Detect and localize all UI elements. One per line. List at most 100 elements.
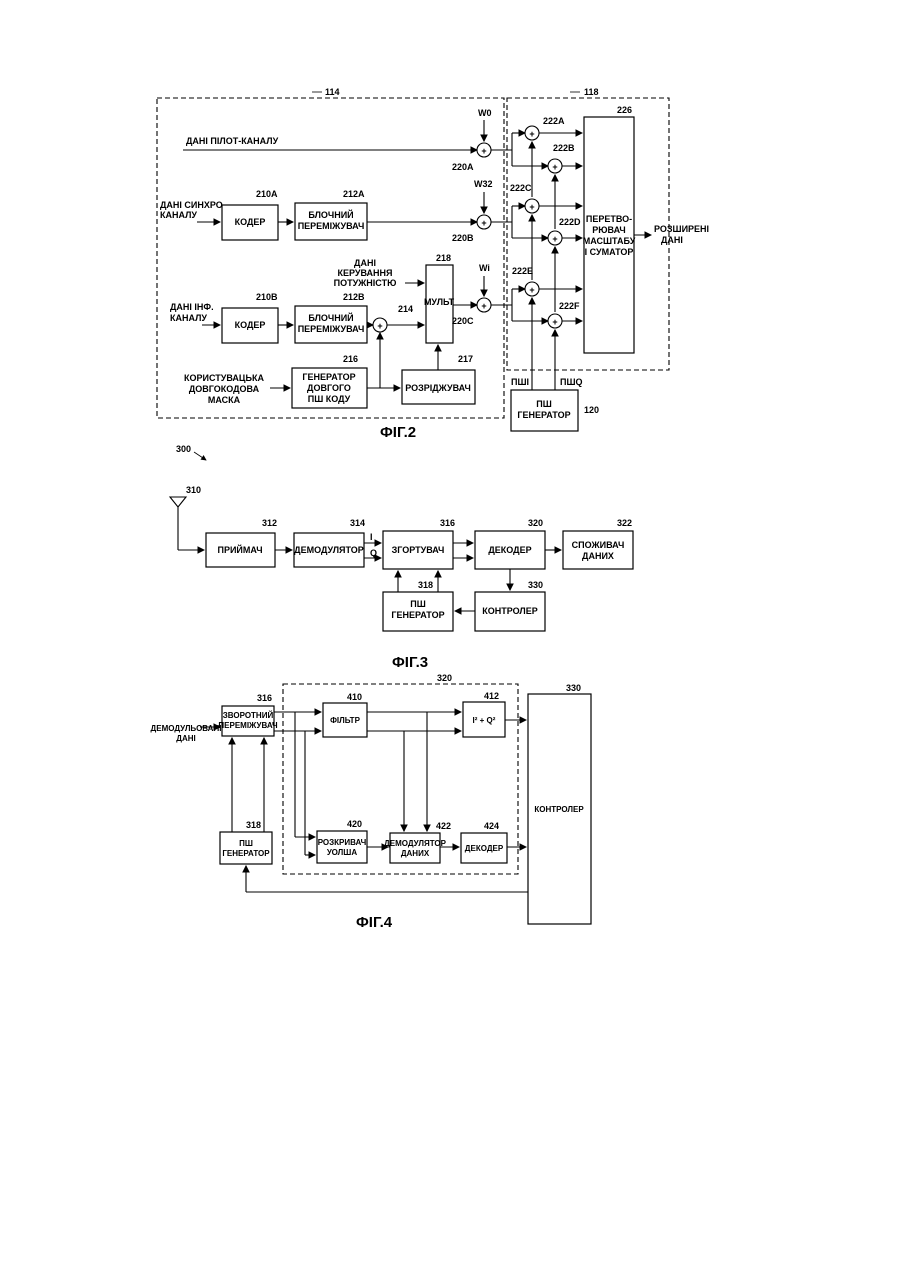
svg-text:+: + bbox=[552, 162, 557, 172]
scaler-label-1: ПЕРЕТВО- bbox=[586, 214, 632, 224]
controller-num: 330 bbox=[528, 580, 543, 590]
fig2-caption: ФІГ.2 bbox=[380, 424, 416, 441]
svg-text:+: + bbox=[552, 317, 557, 327]
pn318-label-1: ПШ bbox=[410, 599, 426, 609]
pn4-label-1: ПШ bbox=[239, 839, 253, 848]
svg-text:+: + bbox=[481, 301, 486, 311]
svg-text:+: + bbox=[481, 146, 486, 156]
sink-label-1: СПОЖИВАЧ bbox=[572, 540, 625, 550]
user-mask-label-1: КОРИСТУВАЦЬКА bbox=[184, 373, 264, 383]
data-demod-label-1: ДЕМОДУЛЯТОР bbox=[384, 839, 447, 848]
power-ctrl-label-3: ПОТУЖНІСТЮ bbox=[334, 278, 397, 288]
interleaver-212a-label-1: БЛОЧНИЙ bbox=[308, 209, 353, 220]
fig4-caption: ФІГ.4 bbox=[356, 914, 393, 931]
sum-220a-num: 220A bbox=[452, 162, 474, 172]
svg-text:+: + bbox=[529, 129, 534, 139]
sync-data-label-1: ДАНІ СИНХРО- bbox=[160, 200, 226, 210]
q-label: Q bbox=[370, 548, 377, 558]
antenna-num: 310 bbox=[186, 485, 201, 495]
fig3: 300 310 ПРИЙМАЧ 312 ДЕМОДУЛЯТОР 314 I Q … bbox=[170, 444, 633, 671]
long-pn-label-1: ГЕНЕРАТОР bbox=[302, 372, 355, 382]
spread-out-label-2: ДАНІ bbox=[661, 235, 683, 245]
walsh-dec-num: 420 bbox=[347, 819, 362, 829]
coder-210b-label: КОДЕР bbox=[235, 320, 266, 330]
data-demod-label-2: ДАНИХ bbox=[401, 849, 430, 858]
sum-220c-num: 220C bbox=[452, 316, 474, 326]
demod-num: 314 bbox=[350, 518, 365, 528]
sum-222b-num: 222B bbox=[553, 143, 575, 153]
long-pn-label-2: ДОВГОГО bbox=[307, 383, 351, 393]
sum-222a-num: 222A bbox=[543, 116, 565, 126]
controller4-label: КОНТРОЛЕР bbox=[534, 805, 584, 814]
mux-218-num: 218 bbox=[436, 253, 451, 263]
interleaver-212b-label-2: ПЕРЕМІЖУВАЧ bbox=[298, 324, 365, 334]
input-label-1: ДЕМОДУЛЬОВАНІ bbox=[151, 724, 222, 733]
walsh-w32: W32 bbox=[474, 179, 493, 189]
info-data-label-2: КАНАЛУ bbox=[170, 313, 207, 323]
fig2: 114 118 ДАНІ ПІЛОТ-КАНАЛУ ДАНІ СИНХРО- К… bbox=[157, 87, 709, 441]
despreader-num: 316 bbox=[440, 518, 455, 528]
despreader-label: ЗГОРТУВАЧ bbox=[392, 545, 445, 555]
data-demod-422 bbox=[390, 833, 440, 863]
pn-gen-label-1: ПШ bbox=[536, 399, 552, 409]
svg-text:+: + bbox=[481, 218, 486, 228]
sum-222e-num: 222E bbox=[512, 266, 533, 276]
sink-label-2: ДАНИХ bbox=[582, 551, 614, 561]
coder-210a-label: КОДЕР bbox=[235, 217, 266, 227]
svg-text:+: + bbox=[529, 285, 534, 295]
sum-222d-num: 222D bbox=[559, 217, 581, 227]
pn-gen-label-2: ГЕНЕРАТОР bbox=[517, 410, 570, 420]
decimator-num: 217 bbox=[458, 354, 473, 364]
sum-220b-num: 220B bbox=[452, 233, 474, 243]
pn318-num: 318 bbox=[418, 580, 433, 590]
pn-gen-num: 120 bbox=[584, 405, 599, 415]
walsh-w0: W0 bbox=[478, 108, 492, 118]
power-ctrl-label-1: ДАНІ bbox=[354, 258, 376, 268]
deint-label-1: ЗВОРОТНИЙ bbox=[223, 711, 274, 720]
long-pn-label-3: ПШ КОДУ bbox=[308, 394, 351, 404]
power-ctrl-label-2: КЕРУВАННЯ bbox=[338, 268, 393, 278]
controller4-num: 330 bbox=[566, 683, 581, 693]
long-pn-num: 216 bbox=[343, 354, 358, 364]
svg-text:I² + Q²: I² + Q² bbox=[473, 716, 496, 725]
region-118-label: 118 bbox=[584, 87, 599, 97]
decoder-label: ДЕКОДЕР bbox=[488, 545, 531, 555]
input-label-2: ДАНІ bbox=[176, 734, 195, 743]
pn-generator-318-fig4 bbox=[220, 832, 272, 864]
coder-210b-num: 210B bbox=[256, 292, 278, 302]
filter-num: 410 bbox=[347, 692, 362, 702]
receiver-label: ПРИЙМАЧ bbox=[217, 544, 262, 555]
fig3-caption: ФІГ.3 bbox=[392, 654, 428, 671]
scaler-label-4: І СУМАТОР bbox=[585, 247, 634, 257]
fig3-ref: 300 bbox=[176, 444, 191, 454]
sync-data-label-2: КАНАЛУ bbox=[160, 210, 197, 220]
interleaver-212b-num: 212B bbox=[343, 292, 365, 302]
deint-label-2: ПЕРЕМІЖУВАЧ bbox=[218, 721, 278, 730]
scaler-summer-226 bbox=[584, 117, 634, 353]
info-data-label-1: ДАНІ ІНФ. bbox=[170, 302, 214, 312]
receiver-num: 312 bbox=[262, 518, 277, 528]
scaler-num: 226 bbox=[617, 105, 632, 115]
decoder424-num: 424 bbox=[484, 821, 499, 831]
decoder424-label: ДЕКОДЕР bbox=[465, 844, 504, 853]
region-320-label: 320 bbox=[437, 673, 452, 683]
demod-label: ДЕМОДУЛЯТОР bbox=[294, 545, 364, 555]
sum-214-num: 214 bbox=[398, 304, 413, 314]
sink-num: 322 bbox=[617, 518, 632, 528]
region-114-label: 114 bbox=[325, 87, 340, 97]
user-mask-label-3: МАСКА bbox=[208, 395, 241, 405]
sum-222c-num: 222C bbox=[510, 183, 532, 193]
fig4: 320 ДЕМОДУЛЬОВАНІ ДАНІ ЗВОРОТНИЙ ПЕРЕМІЖ… bbox=[151, 673, 591, 931]
controller-label: КОНТРОЛЕР bbox=[482, 606, 537, 616]
i-label: I bbox=[370, 532, 373, 542]
interleaver-212a-num: 212A bbox=[343, 189, 365, 199]
walsh-dec-label-1: РОЗКРИВАЧ bbox=[318, 838, 367, 847]
coder-210a-num: 210A bbox=[256, 189, 278, 199]
svg-text:+: + bbox=[529, 202, 534, 212]
pilot-data-label: ДАНІ ПІЛОТ-КАНАЛУ bbox=[186, 136, 279, 146]
walsh-dec-label-2: УОЛША bbox=[327, 848, 357, 857]
antenna-310 bbox=[170, 497, 186, 507]
data-sink-322 bbox=[563, 531, 633, 569]
filter-label: ФІЛЬТР bbox=[330, 716, 360, 725]
